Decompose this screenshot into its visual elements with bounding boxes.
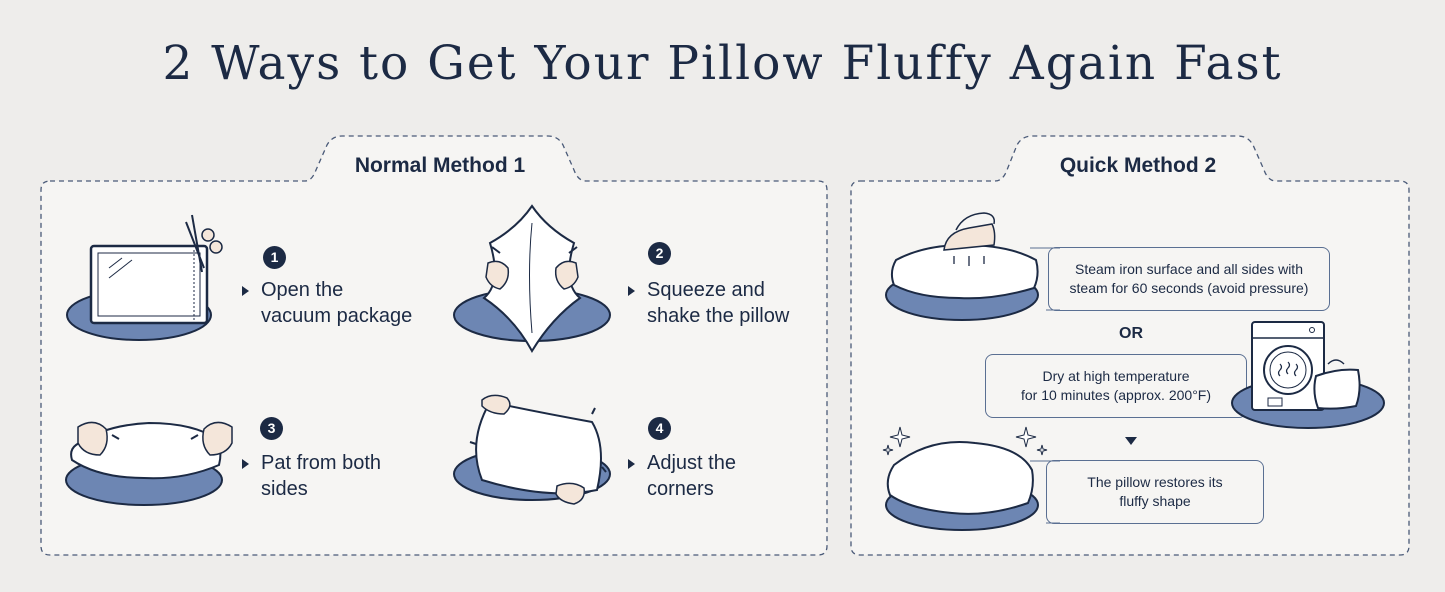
fluffy-pillow-icon bbox=[882, 426, 1048, 531]
step-3-text: Pat from both sides bbox=[261, 452, 382, 500]
steam-instruction: Steam iron surface and all sides with st… bbox=[1048, 247, 1330, 311]
bullet-arrow-icon bbox=[242, 286, 249, 296]
result-instruction: The pillow restores its fluffy shape bbox=[1046, 460, 1264, 524]
step-2-text: Squeeze and shake the pillow bbox=[647, 279, 790, 327]
washing-machine-icon bbox=[1231, 321, 1385, 429]
bullet-arrow-icon bbox=[628, 459, 635, 469]
pat-pillow-icon bbox=[65, 421, 233, 506]
normal-method-label: Normal Method 1 bbox=[354, 154, 526, 177]
step-1-text: Open the vacuum package bbox=[261, 279, 413, 327]
down-arrow-icon bbox=[1125, 437, 1137, 445]
step-4-text: Adjust the corners bbox=[647, 452, 736, 500]
steam-iron-icon bbox=[885, 212, 1039, 321]
adjust-corners-icon bbox=[453, 394, 611, 505]
step-3-number: 3 bbox=[260, 417, 283, 440]
step-1-number: 1 bbox=[263, 246, 286, 269]
bullet-arrow-icon bbox=[628, 286, 635, 296]
page-title: 2 Ways to Get Your Pillow Fluffy Again F… bbox=[162, 36, 1283, 91]
dry-instruction: Dry at high temperature for 10 minutes (… bbox=[985, 354, 1247, 418]
bullet-arrow-icon bbox=[242, 459, 249, 469]
or-label: OR bbox=[1119, 325, 1143, 342]
step-4-number: 4 bbox=[648, 417, 671, 440]
vacuum-package-scissors-icon bbox=[66, 214, 223, 341]
quick-method-label: Quick Method 2 bbox=[1059, 154, 1217, 177]
squeeze-pillow-icon bbox=[453, 204, 611, 354]
step-2-number: 2 bbox=[648, 242, 671, 265]
